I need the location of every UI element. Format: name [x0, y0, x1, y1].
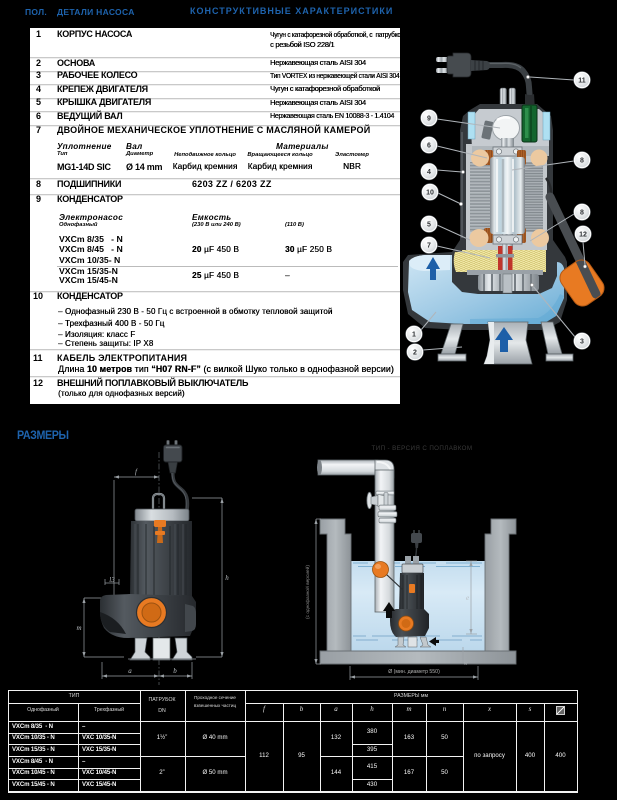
svg-text:h: h — [225, 574, 229, 582]
svg-text:e: e — [466, 594, 469, 602]
svg-text:a: a — [128, 667, 132, 675]
svg-text:l3: l3 — [109, 576, 115, 584]
svg-text:5: 5 — [427, 222, 431, 229]
svg-text:7: 7 — [427, 243, 431, 250]
svg-text:11: 11 — [578, 78, 586, 85]
svg-text:1: 1 — [412, 332, 416, 339]
svg-text:w: w — [464, 662, 468, 667]
svg-text:8: 8 — [580, 210, 584, 217]
svg-text:Ø (мин. диаметр 550): Ø (мин. диаметр 550) — [388, 669, 440, 675]
svg-text:10: 10 — [426, 190, 434, 197]
svg-text:6: 6 — [427, 143, 431, 150]
svg-text:4: 4 — [427, 169, 431, 176]
svg-text:3: 3 — [580, 339, 584, 346]
svg-text:9: 9 — [427, 116, 431, 123]
svg-text:ТИП - ВЕРСИЯ С ПОПЛАВКОМ: ТИП - ВЕРСИЯ С ПОПЛАВКОМ — [372, 445, 473, 452]
svg-text:f: f — [135, 468, 138, 476]
svg-text:12: 12 — [579, 232, 587, 239]
svg-text:m: m — [76, 624, 81, 632]
svg-text:b: b — [173, 667, 177, 675]
svg-text:8: 8 — [580, 158, 584, 165]
svg-text:2: 2 — [413, 350, 417, 357]
svg-text:(с однофазной версией): (с однофазной версией) — [304, 565, 311, 619]
